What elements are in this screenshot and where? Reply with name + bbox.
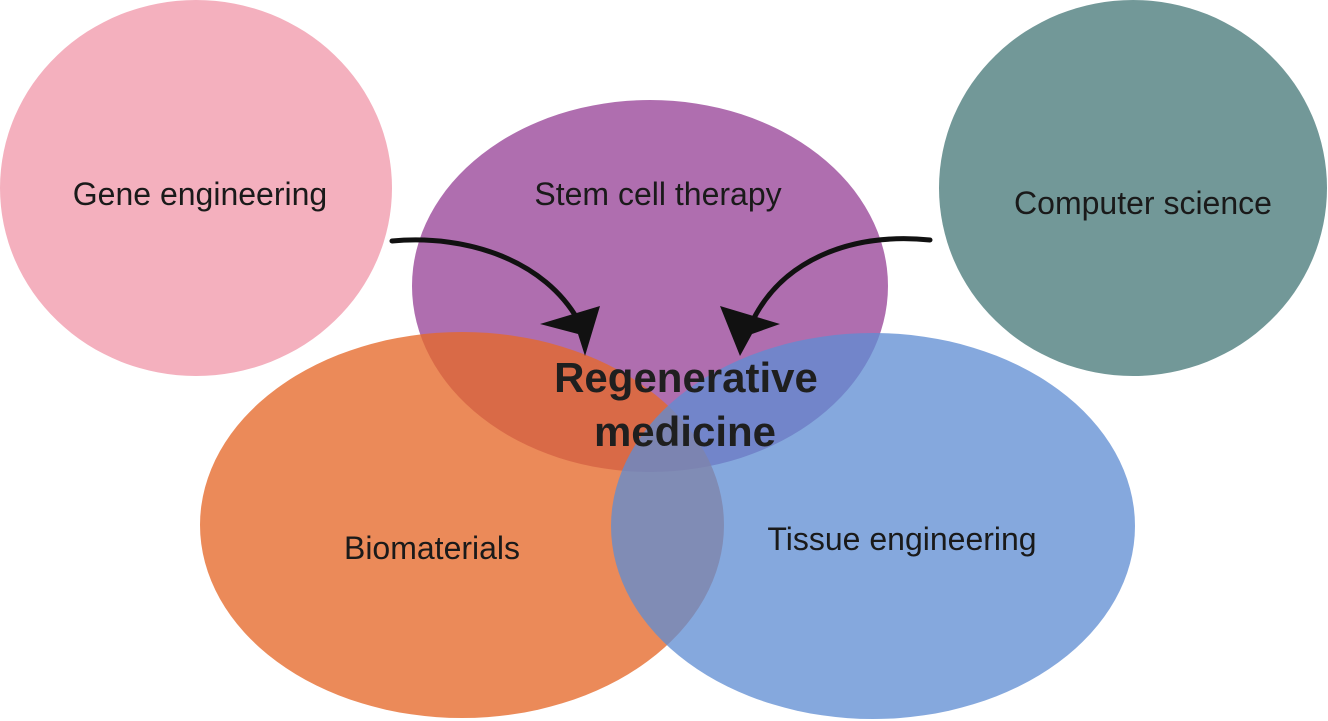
gene-to-center-arrow [389, 237, 581, 323]
computer-to-center-arrow [750, 236, 933, 323]
computer-arrowhead [720, 306, 780, 356]
center-title-line2: medicine [594, 408, 776, 455]
gene-engineering-label: Gene engineering [73, 176, 327, 212]
tissue-engineering-label: Tissue engineering [767, 521, 1036, 557]
computer-science-circle [939, 0, 1327, 376]
tissue-engineering-ellipse [611, 333, 1135, 719]
biomaterials-ellipse [200, 332, 724, 718]
stem-cell-therapy-label: Stem cell therapy [534, 176, 781, 212]
gene-arrowhead [540, 306, 600, 356]
gene-engineering-circle [0, 0, 392, 376]
center-title-line1: Regenerative [554, 354, 818, 401]
computer-science-label: Computer science [1014, 185, 1272, 221]
biomaterials-label: Biomaterials [344, 530, 520, 566]
